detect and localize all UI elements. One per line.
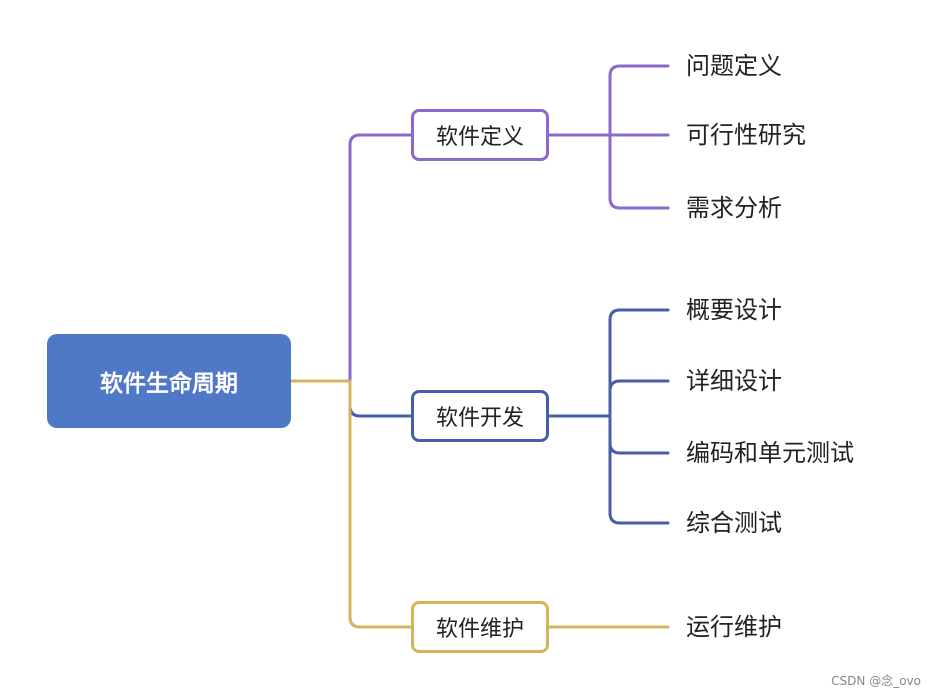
leaf-connectors-definition: [547, 64, 670, 210]
watermark: CSDN @念_ovo: [831, 674, 921, 688]
leaf-problem-definition: 问题定义: [686, 52, 782, 80]
branch-node-development: 软件开发: [411, 390, 549, 442]
branch-label-definition: 软件定义: [435, 125, 524, 150]
leaf-coding-unit-testing: 编码和单元测试: [686, 439, 854, 467]
branch-node-maintenance: 软件维护: [411, 601, 549, 653]
leaf-detailed-design: 详细设计: [686, 367, 782, 395]
leaf-outline-design: 概要设计: [686, 296, 782, 324]
trunk-line-definition: [348, 133, 413, 383]
root-node: 软件生命周期: [47, 334, 291, 428]
branch-node-definition: 软件定义: [411, 109, 549, 161]
trunk-line-maintenance: [348, 379, 413, 629]
root-label: 软件生命周期: [100, 371, 238, 397]
branch-label-development: 软件开发: [435, 406, 524, 431]
leaf-connectors-development: [547, 308, 670, 525]
leaf-feasibility-study: 可行性研究: [686, 121, 806, 149]
trunk-line-development: [348, 379, 413, 418]
branch-label-maintenance: 软件维护: [435, 617, 524, 642]
leaf-integration-testing: 综合测试: [686, 509, 782, 537]
leaf-operation-maintenance: 运行维护: [686, 613, 782, 641]
leaf-requirements-analysis: 需求分析: [686, 194, 782, 222]
